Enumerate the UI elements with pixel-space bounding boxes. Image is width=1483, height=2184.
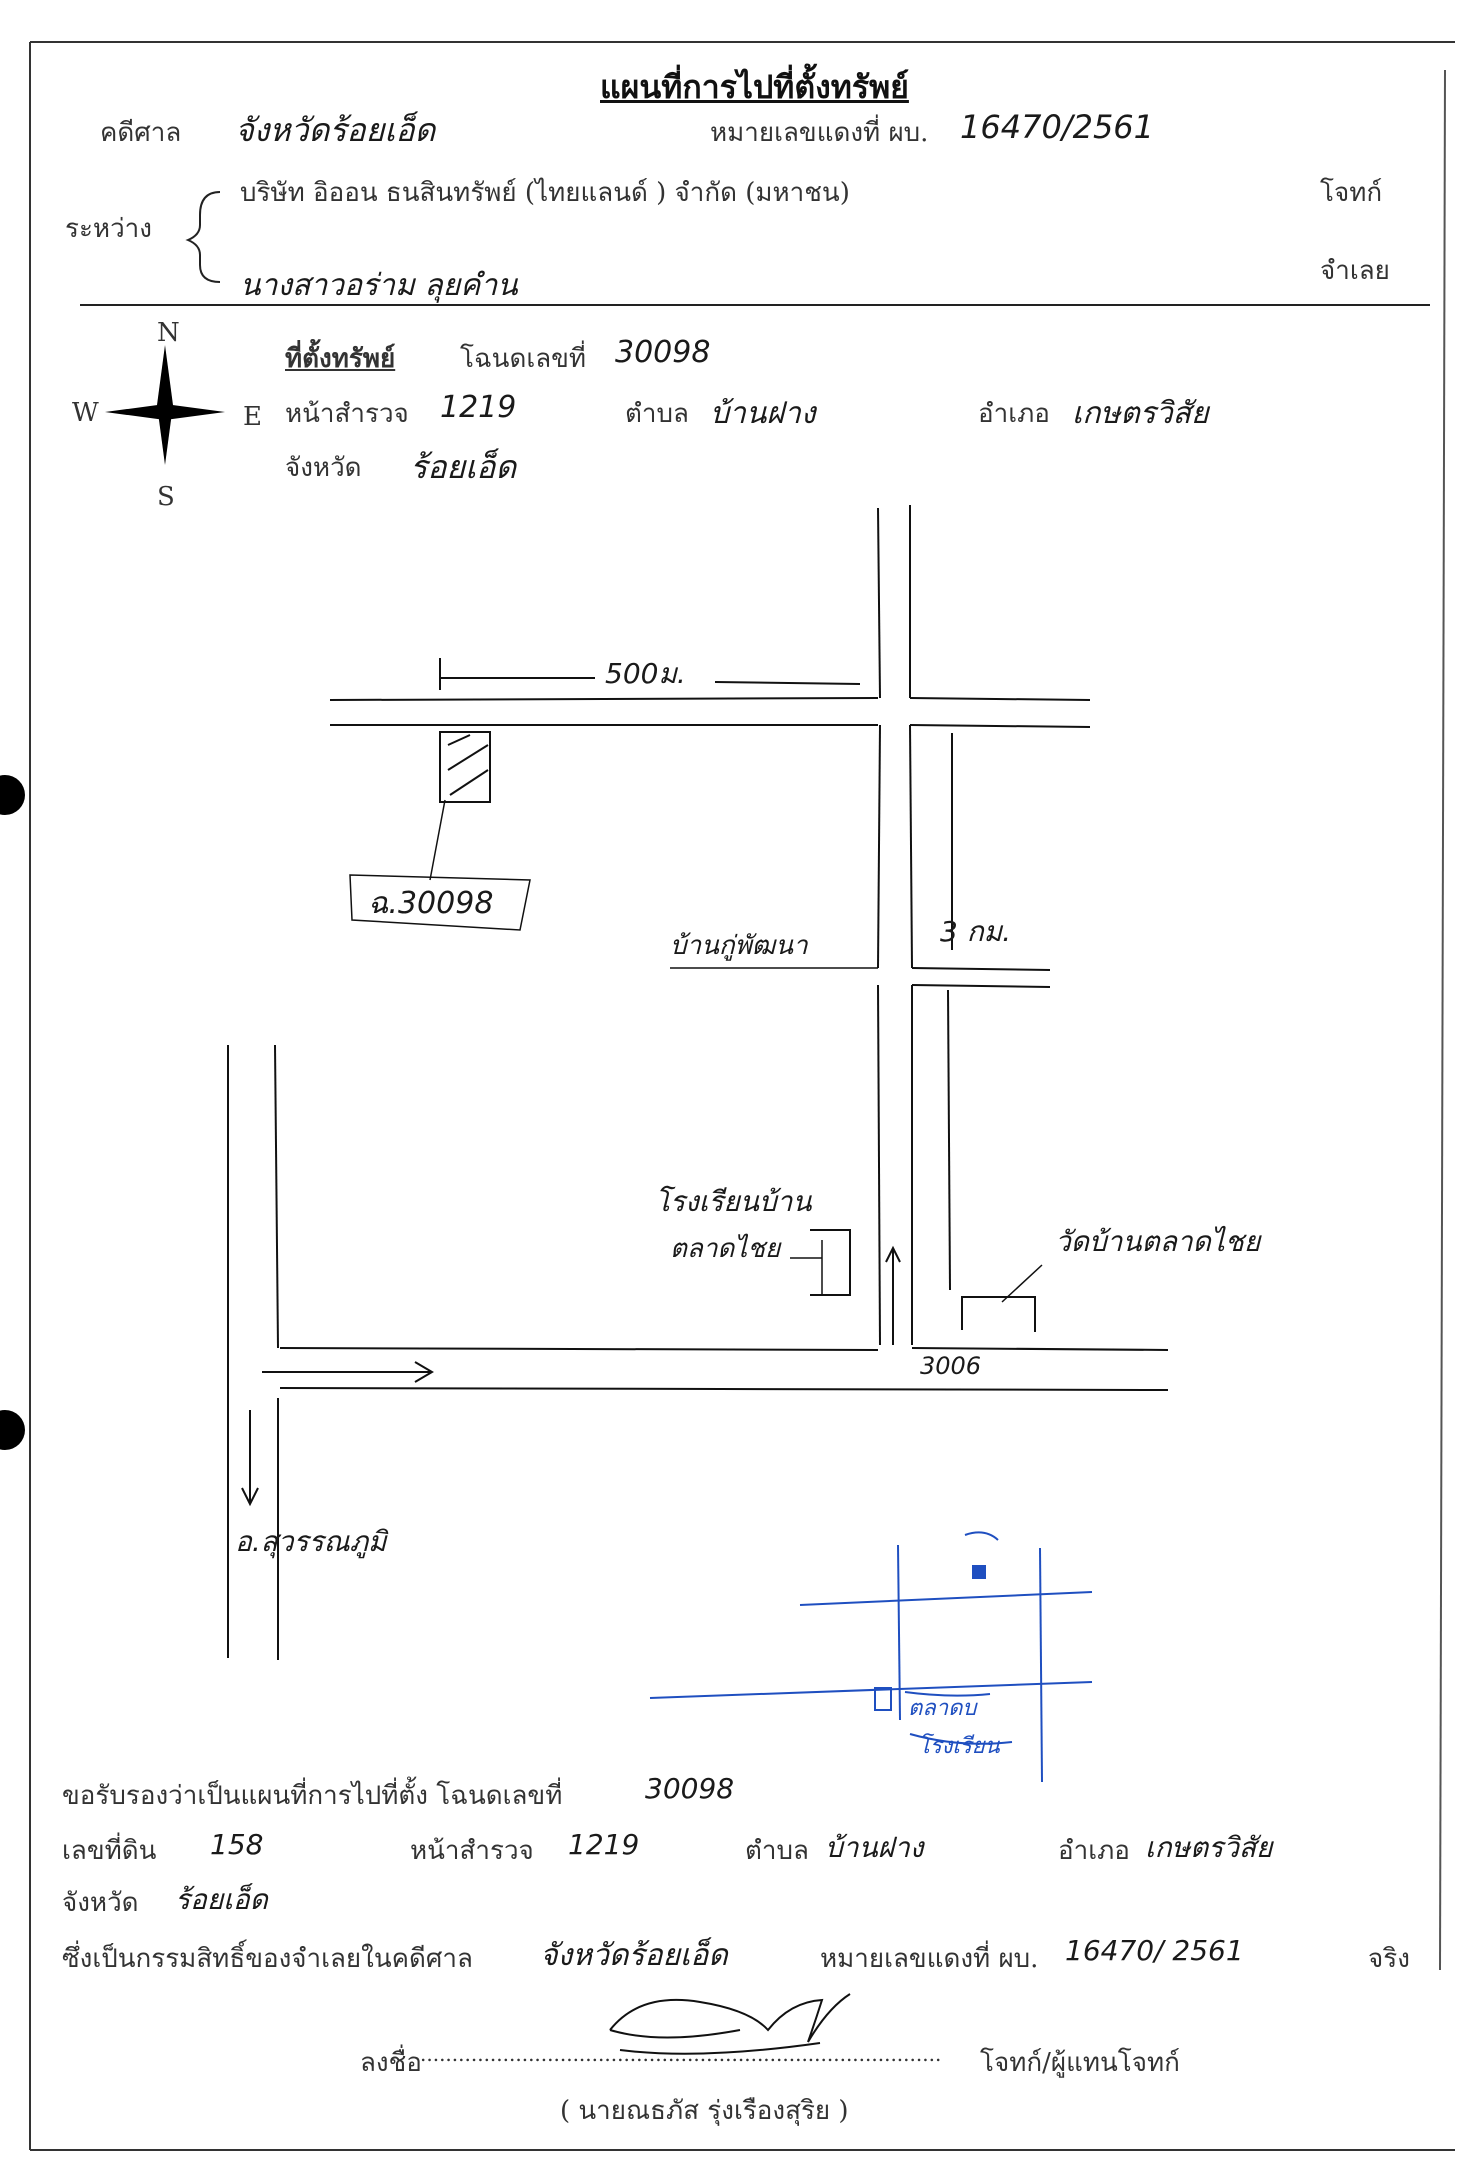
- property-plot: [439, 731, 491, 803]
- court-name: จังหวัดร้อยเอ็ด: [235, 111, 436, 149]
- temple-label: วัดบ้านตลาดไชย: [1055, 1225, 1261, 1258]
- compass-n: N: [157, 318, 180, 348]
- district: เกษตรวิสัย: [1072, 396, 1209, 431]
- cert-province-label: จังหวัด: [62, 1888, 139, 1918]
- cert-survey-label: หน้าสำรวจ: [410, 1836, 534, 1866]
- sign-label: ลงชื่อ: [360, 2048, 422, 2078]
- distance-right-label: 3 กม.: [940, 915, 1012, 948]
- red-case-label: หมายเลขแดงที่ ผบ.: [710, 118, 929, 148]
- compass-s: S: [157, 482, 175, 512]
- deed-tag-label: ฉ.30098: [368, 886, 494, 921]
- cert-subdistrict: บ้านฝาง: [825, 1831, 924, 1864]
- cert-province: ร้อยเอ็ด: [175, 1883, 268, 1916]
- plaintiff-role: โจทก์: [1320, 178, 1383, 208]
- cert-court-name: จังหวัดร้อยเอ็ด: [540, 1938, 728, 1973]
- location-heading: ที่ตั้งทรัพย์: [285, 344, 396, 374]
- cert-true-word: จริง: [1368, 1944, 1410, 1974]
- sign-role: โจทก์/ผู้แทนโจทก์: [980, 2048, 1180, 2078]
- subdistrict-label: ตำบล: [625, 399, 689, 429]
- deed-tag-box: [349, 874, 531, 931]
- inset-marker: [972, 1565, 986, 1579]
- cert-district: เกษตรวิสัย: [1145, 1831, 1273, 1864]
- sign-dots: ........................................…: [420, 2042, 942, 2066]
- defendant-name: นางสาวอร่าม ลุยคำน: [240, 268, 518, 303]
- road-number: 3006: [920, 1352, 982, 1380]
- village-label: บ้านกู่พัฒนา: [670, 931, 808, 961]
- cert-line1: ขอรับรองว่าเป็นแผนที่การไปที่ตั้ง โฉนดเล…: [62, 1781, 563, 1811]
- district-arrow-label: อ.สุวรรณภูมิ: [235, 1525, 387, 1558]
- binder-hole-1: [0, 775, 25, 815]
- cert-red-case-label: หมายเลขแดงที่ ผบ.: [820, 1944, 1039, 1974]
- compass-icon: [105, 345, 225, 465]
- deed-number: 30098: [615, 335, 711, 370]
- cert-ownership-text: ซึ่งเป็นกรรมสิทธิ์ของจำเลยในคดีศาล: [62, 1944, 473, 1974]
- cert-land-no-label: เลขที่ดิน: [62, 1836, 157, 1866]
- plaintiff-name: บริษัท อิออน ธนสินทรัพย์ (ไทยแลนด์ ) จำก…: [240, 178, 850, 208]
- district-label: อำเภอ: [978, 399, 1050, 429]
- brace: [185, 191, 221, 283]
- red-case-number: 16470/2561: [960, 108, 1155, 146]
- defendant-role: จำเลย: [1320, 256, 1390, 286]
- inset-school-1: ตลาดบ: [908, 1696, 977, 1721]
- school-label-2: ตลาดไชย: [670, 1234, 781, 1264]
- compass-w: W: [72, 398, 99, 428]
- survey-label: หน้าสำรวจ: [285, 399, 409, 429]
- inset-sketch: [649, 1531, 1093, 1783]
- distance-top-label: 500ม.: [605, 657, 686, 690]
- subdistrict: บ้านฝาง: [710, 396, 816, 431]
- cert-red-case-number: 16470/ 2561: [1065, 1934, 1244, 1967]
- case-label: คดีศาล: [100, 118, 182, 148]
- cert-district-label: อำเภอ: [1058, 1836, 1130, 1866]
- compass-e: E: [243, 402, 262, 432]
- cert-land-no: 158: [210, 1828, 264, 1861]
- inset-school-2: โรงเรียน: [918, 1734, 1000, 1759]
- binder-hole-2: [0, 1410, 25, 1450]
- between-label: ระหว่าง: [65, 214, 152, 244]
- signer-name: ( นายณธภัส รุ่งเรืองสุริย ): [560, 2096, 849, 2126]
- cert-subdistrict-label: ตำบล: [745, 1836, 809, 1866]
- signature-scribble: [609, 1993, 851, 2055]
- cert-deed-number: 30098: [645, 1772, 735, 1805]
- school-building: [810, 1229, 851, 1296]
- province: ร้อยเอ็ด: [410, 448, 517, 486]
- province-label: จังหวัด: [285, 453, 362, 483]
- survey-number: 1219: [440, 390, 517, 425]
- deed-label: โฉนดเลขที่: [460, 344, 587, 374]
- cert-survey-number: 1219: [568, 1828, 640, 1861]
- page-title: แผนที่การไปที่ตั้งทรัพย์: [600, 68, 909, 106]
- right-border-line: [1439, 69, 1446, 1971]
- temple-building: [961, 1296, 1036, 1332]
- school-label-1: โรงเรียนบ้าน: [655, 1185, 812, 1218]
